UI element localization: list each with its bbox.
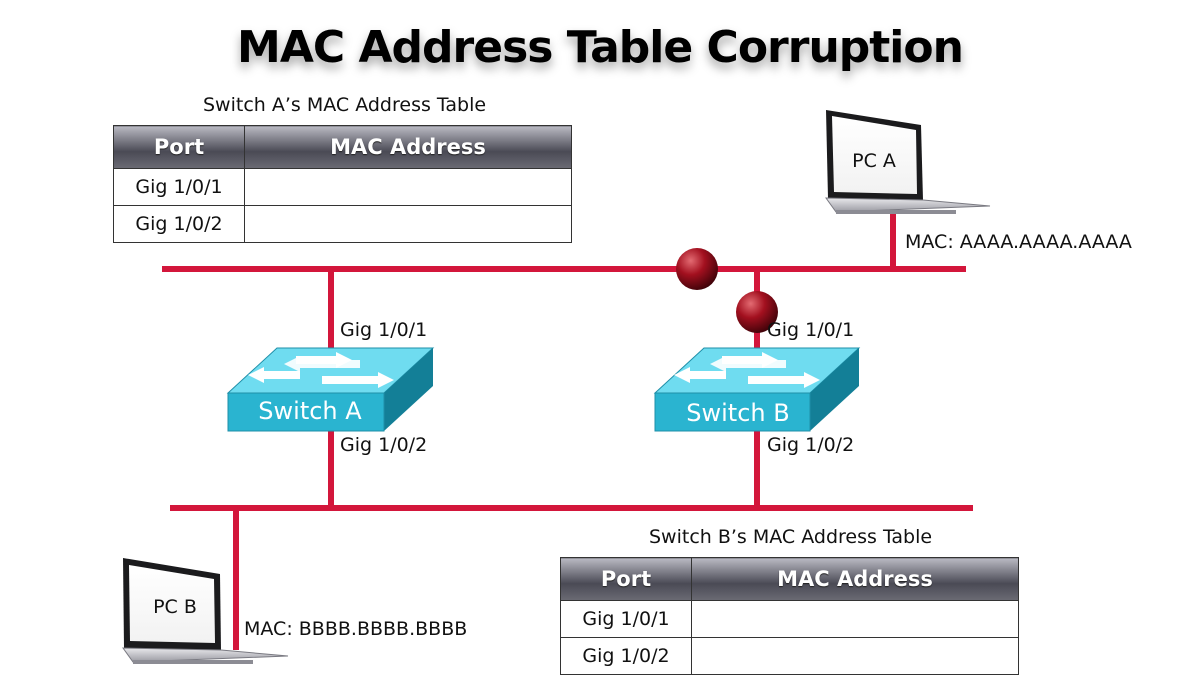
mac-cell xyxy=(244,205,572,243)
pc-a: PC A xyxy=(825,110,991,214)
mac-address-header: MAC Address xyxy=(244,125,572,169)
switch-a-port-bottom-label: Gig 1/0/2 xyxy=(340,434,428,456)
pc-b: PC B xyxy=(122,558,289,664)
table-row: Gig 1/0/2 xyxy=(560,637,1019,675)
switch-b-table-caption: Switch B’s MAC Address Table xyxy=(649,526,933,548)
laptop-icon xyxy=(122,558,289,664)
frame-ball-icon xyxy=(676,248,718,290)
table-header-row: Port MAC Address xyxy=(560,557,1019,601)
table-row: Gig 1/0/1 xyxy=(113,168,572,206)
port-header: Port xyxy=(560,557,692,601)
pc-b-name: PC B xyxy=(153,596,197,618)
switch-icon xyxy=(226,347,435,432)
switch-b: Switch B xyxy=(653,347,861,432)
switch-b-name: Switch B xyxy=(686,399,789,427)
switch-b-port-bottom-label: Gig 1/0/2 xyxy=(767,434,855,456)
pc-b-mac-label: MAC: BBBB.BBBB.BBBB xyxy=(244,618,468,640)
table-row: Gig 1/0/1 xyxy=(560,600,1019,638)
frame-ball-icon xyxy=(736,291,778,333)
table-row: Gig 1/0/2 xyxy=(113,205,572,243)
switch-a: Switch A xyxy=(226,347,435,432)
switch-a-port-top-label: Gig 1/0/1 xyxy=(340,319,428,341)
switch-b-mac-table: Port MAC Address Gig 1/0/1 Gig 1/0/2 xyxy=(560,557,1019,675)
pc-a-mac-label: MAC: AAAA.AAAA.AAAA xyxy=(905,231,1132,253)
mac-cell xyxy=(691,637,1019,675)
switch-b-port-top-label: Gig 1/0/1 xyxy=(767,319,855,341)
port-cell: Gig 1/0/1 xyxy=(560,600,692,638)
mac-cell xyxy=(691,600,1019,638)
network-links xyxy=(162,214,973,650)
table-header-row: Port MAC Address xyxy=(113,125,572,169)
port-cell: Gig 1/0/2 xyxy=(113,205,245,243)
switch-a-name: Switch A xyxy=(258,397,362,425)
laptop-icon xyxy=(825,110,991,214)
port-cell: Gig 1/0/2 xyxy=(560,637,692,675)
port-header: Port xyxy=(113,125,245,169)
switch-a-mac-table: Port MAC Address Gig 1/0/1 Gig 1/0/2 xyxy=(113,125,572,243)
pc-a-name: PC A xyxy=(852,150,896,172)
switch-a-table-caption: Switch A’s MAC Address Table xyxy=(203,94,487,116)
switch-icon xyxy=(653,347,861,432)
mac-address-header: MAC Address xyxy=(691,557,1019,601)
diagram-title: MAC Address Table Corruption xyxy=(237,22,964,73)
